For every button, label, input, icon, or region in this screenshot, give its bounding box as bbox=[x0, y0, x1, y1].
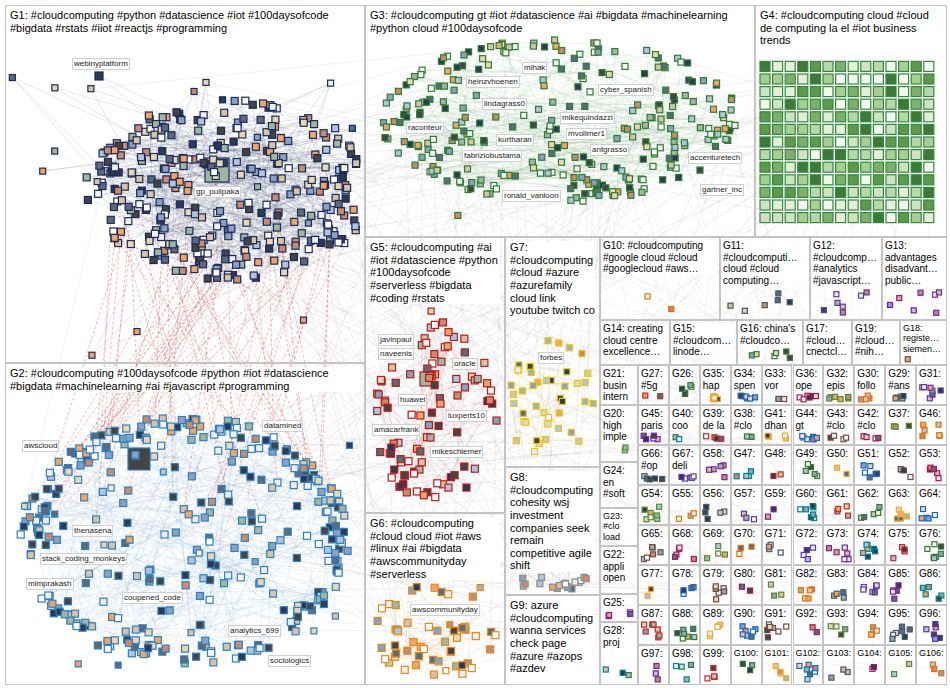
network-canvas: G1: #cloudcomputing #python #datascience… bbox=[0, 0, 950, 688]
